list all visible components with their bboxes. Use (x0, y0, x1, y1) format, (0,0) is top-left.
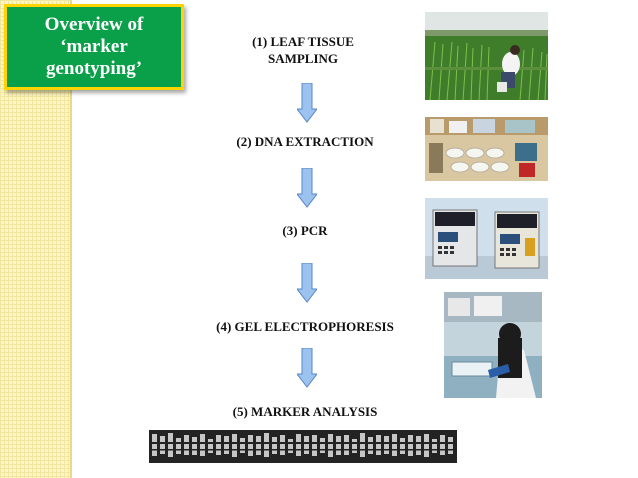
gel-electrophoresis-lab-photo (444, 292, 542, 398)
pcr-thermocyclers-photo (425, 198, 548, 279)
slide-title: Overview of ‘marker genotyping’ (44, 14, 144, 79)
down-arrow-icon (297, 348, 317, 388)
down-arrow-icon (297, 168, 317, 208)
step-2-label: (2) DNA EXTRACTION (236, 134, 374, 149)
step-1-label: (1) LEAF TISSUE SAMPLING (252, 34, 354, 66)
down-arrow-icon (297, 263, 317, 303)
dna-extraction-lab-photo (425, 117, 548, 181)
down-arrow-icon (297, 83, 317, 123)
gel-image (149, 430, 457, 463)
step-4-label: (4) GEL ELECTROPHORESIS (216, 319, 394, 334)
step-5-label: (5) MARKER ANALYSIS (232, 404, 378, 419)
step-3-label: (3) PCR (282, 223, 328, 238)
side-divider (70, 0, 72, 478)
rice-field-sampling-photo (425, 12, 548, 100)
title-box: Overview of ‘marker genotyping’ (4, 4, 184, 90)
